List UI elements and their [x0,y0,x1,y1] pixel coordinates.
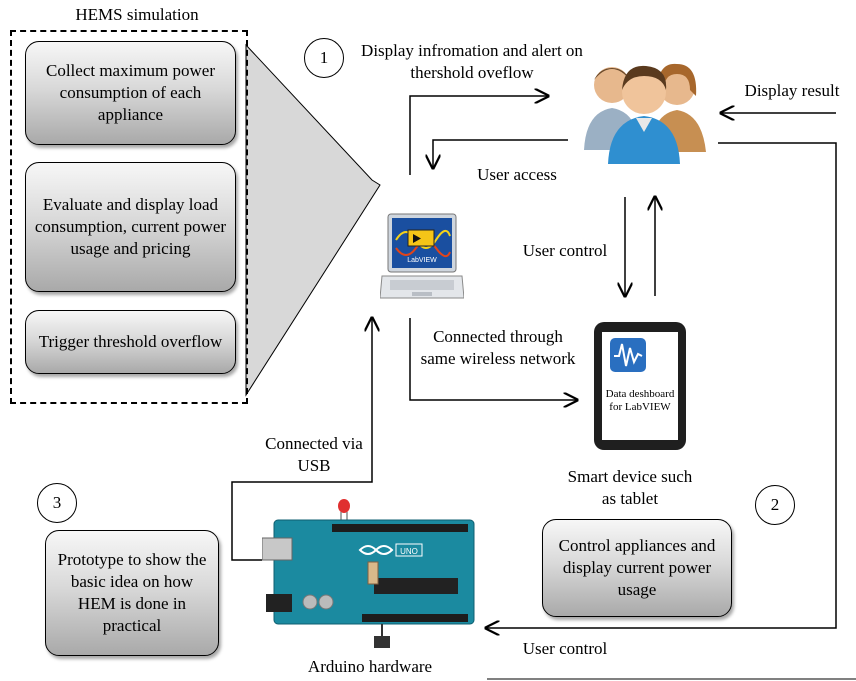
user-access-label: User access [477,165,557,184]
evaluate-load-box: Evaluate and display load consumption, c… [25,162,236,292]
display-info-label: Display infromation and alert on thersho… [361,41,583,82]
hems-title: HEMS simulation [75,5,199,24]
laptop-screen-text: LabVIEW [407,257,437,264]
waveform-app-icon [610,338,646,372]
smart-device-label: Smart device such as tablet [567,467,693,508]
prototype-box: Prototype to show the basic idea on how … [45,530,219,656]
arrow-wireless [409,318,577,400]
tablet-screen-text: Data deshboard for LabVIEW [605,388,675,413]
display-result-label: Display result [744,81,840,100]
user-control-bottom-label: User control [522,639,608,658]
users-icon [584,63,706,164]
connected-usb-label: Connected via USB [265,434,363,475]
hems-simulation-group [10,30,248,404]
tablet-icon: Data deshboard for LabVIEW [594,322,686,450]
arrow-user-control-loop [486,142,837,628]
trigger-threshold-box: Trigger threshold overflow [25,310,236,374]
connected-wireless-label: Connected through same wireless network [420,327,576,368]
tablet-screen: Data deshboard for LabVIEW [602,332,678,440]
arrow-usb [231,318,372,561]
arrow-user-access [433,139,568,168]
user-control-mid-label: User control [522,241,608,260]
step-2-circle: 2 [755,485,795,525]
arrow-display-info [409,96,548,175]
zoom-projection [245,43,381,397]
collect-power-box: Collect maximum power consumption of eac… [25,41,236,145]
step-1-circle: 1 [304,38,344,78]
arduino-label: Arduino hardware [307,657,433,676]
arduino-logo-text: UNO [400,547,418,556]
arduino-board-icon: UNO [262,499,475,648]
step-3-circle: 3 [37,483,77,523]
laptop-icon: LabVIEW [380,213,464,299]
control-appliances-box: Control appliances and display current p… [542,519,732,617]
